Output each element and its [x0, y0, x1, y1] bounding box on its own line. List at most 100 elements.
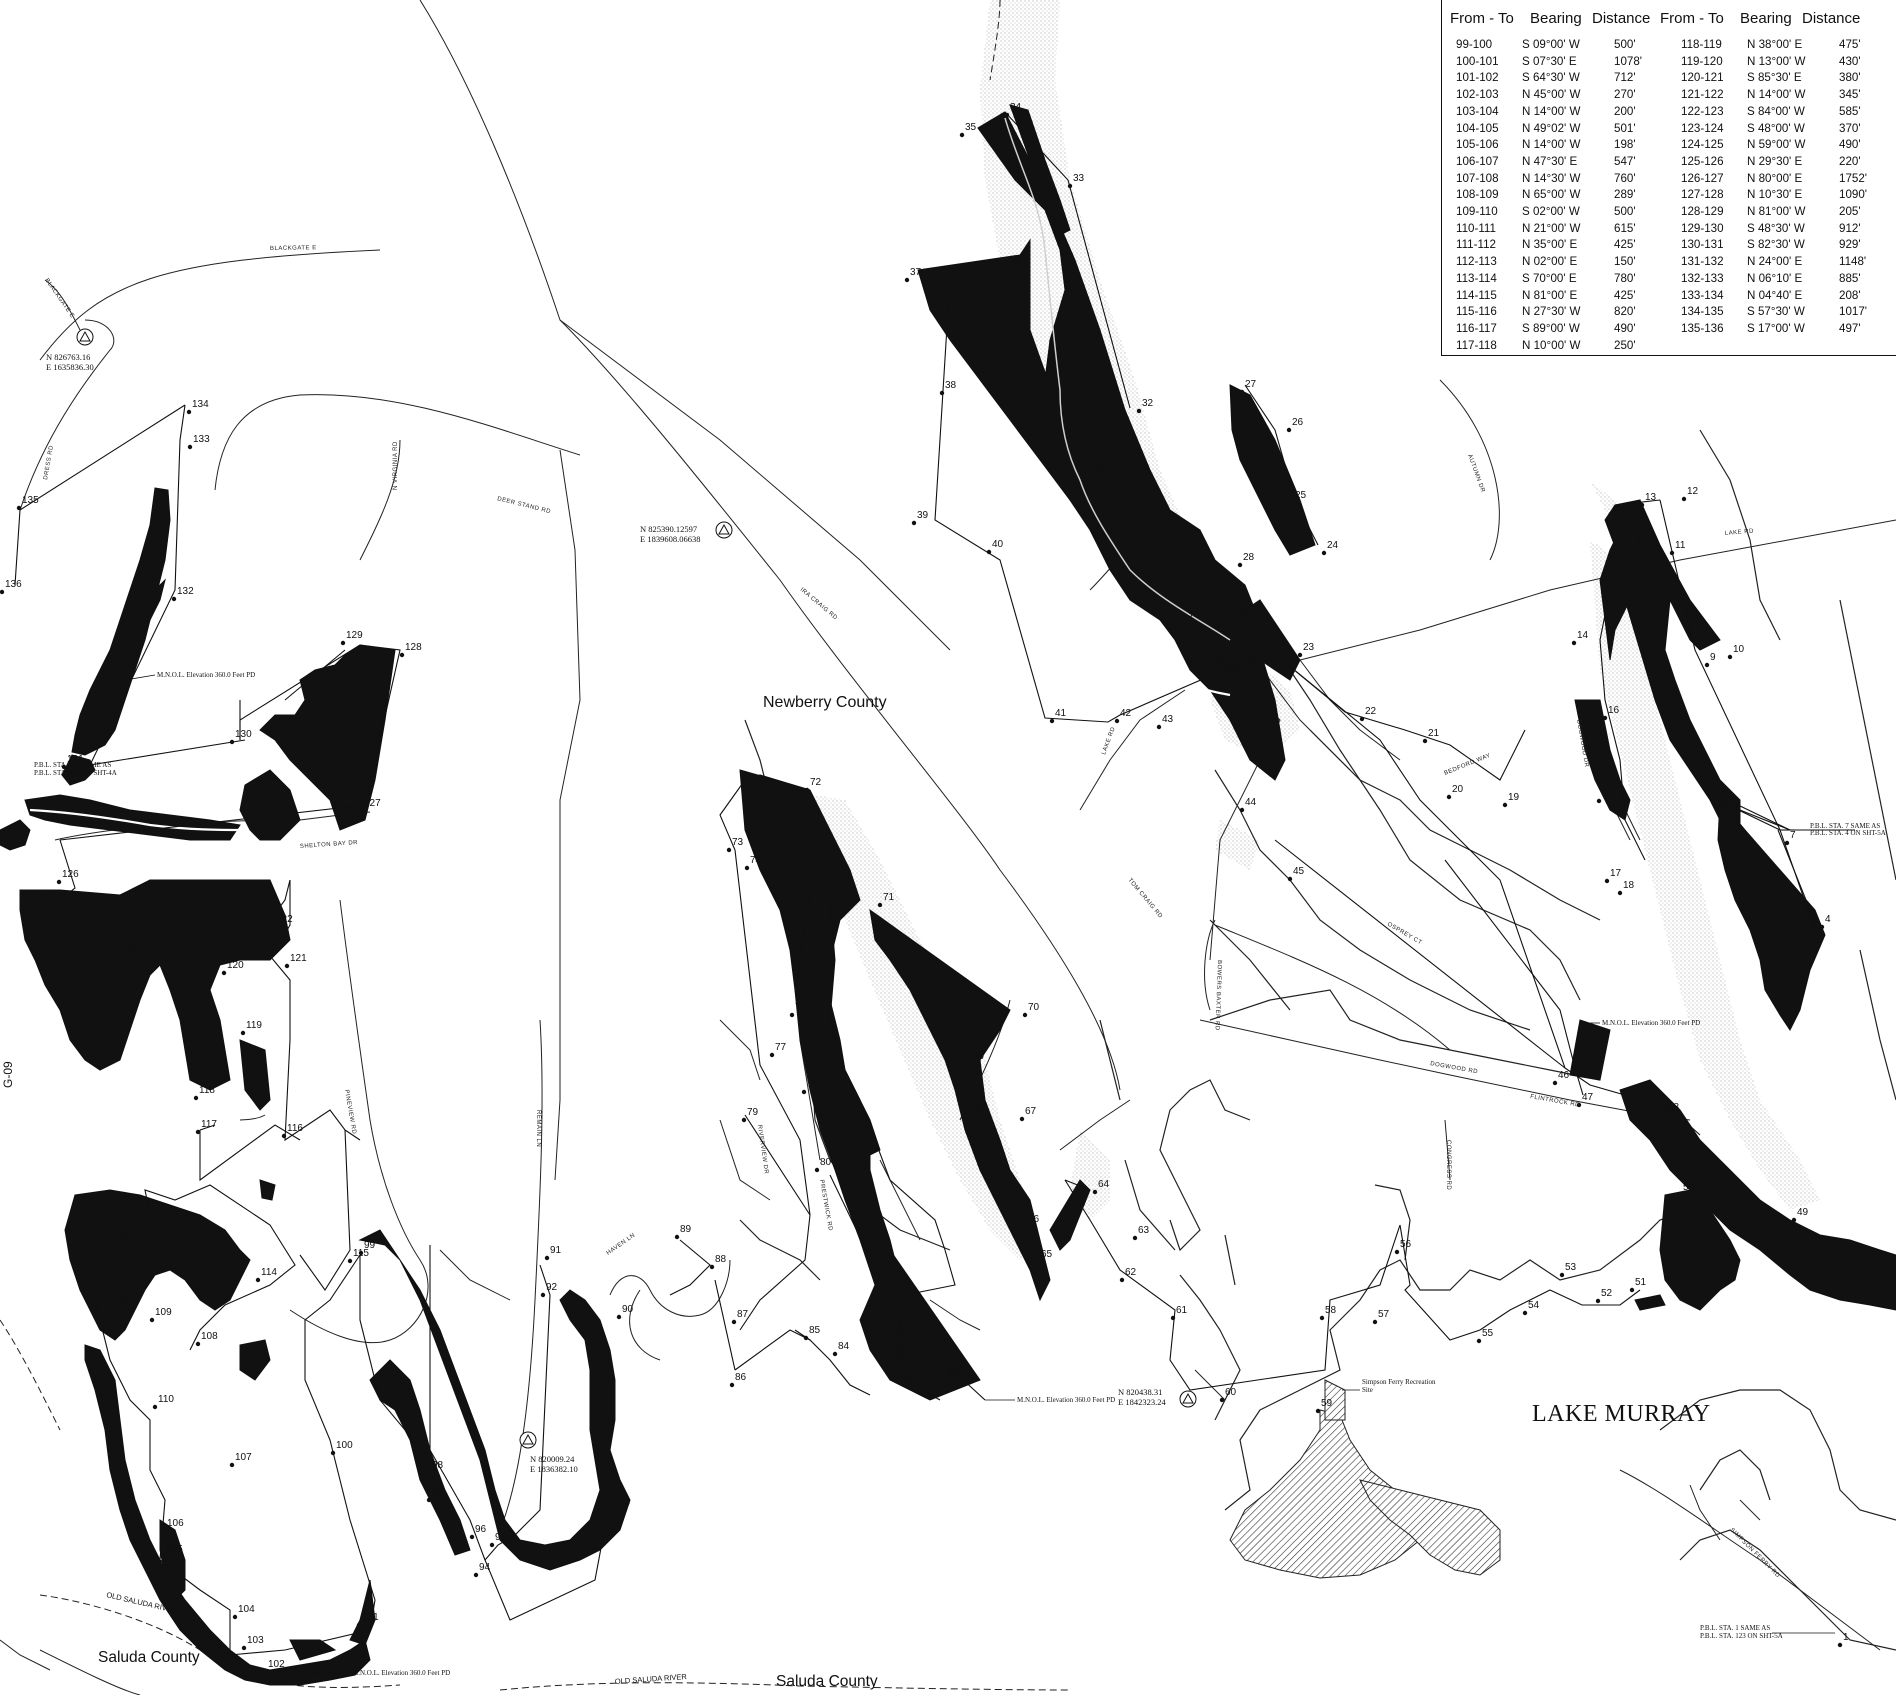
vertex-dot: [941, 1380, 947, 1386]
from-to-cell: 107-108: [1456, 171, 1499, 185]
vertex-dot: [1669, 550, 1675, 556]
vertex-dot: [540, 1292, 546, 1298]
road-label: DEER STAND RD: [497, 496, 552, 515]
vertex-label: 125: [60, 906, 77, 917]
from-to-cell: 135-136: [1681, 321, 1724, 335]
bearing-cell: N 13°00' W: [1747, 54, 1806, 68]
road-label: AUTUMN DR: [1466, 454, 1486, 494]
header-bearing: Bearing: [1740, 10, 1792, 27]
vertex-label: 14: [1577, 630, 1589, 641]
vertex-label: 126: [62, 869, 79, 880]
mnol-note: M.N.O.L. Elevation 360.0 Feet PD: [1602, 1019, 1700, 1027]
distance-cell: 500': [1614, 205, 1636, 219]
road-label: PRESTWICK RD: [818, 1179, 833, 1231]
vertex-label: 41: [1055, 708, 1067, 719]
bearing-cell: S 57°30' W: [1747, 305, 1805, 319]
vertex-label: 28: [1243, 552, 1255, 563]
bearing-cell: S 89°00' W: [1522, 321, 1580, 335]
vertex-label: 15: [1602, 788, 1614, 799]
vertex-dot: [160, 1554, 166, 1560]
vertex-dot: [1604, 878, 1610, 884]
vertex-label: 20: [1452, 784, 1464, 795]
vertex-dot: [709, 1264, 715, 1270]
vertex-label: 117: [201, 1119, 217, 1130]
bearing-distance-table: From - To Bearing Distance From - To Bea…: [1441, 0, 1896, 356]
vertex-dot: [330, 1450, 336, 1456]
vertex-label: 43: [1162, 714, 1174, 725]
bearing-cell: N 14°30' W: [1522, 171, 1581, 185]
vertex-dot: [1067, 183, 1073, 189]
vertex-label: 122: [276, 914, 293, 925]
vertex-dot: [16, 505, 22, 511]
vertex-dot: [1092, 1189, 1098, 1195]
vertex-label: 54: [1528, 1300, 1540, 1311]
vertex-label: 93: [619, 1497, 631, 1508]
vertex-dot: [1446, 794, 1452, 800]
vertex-dot: [832, 1351, 838, 1357]
bearing-cell: S 64°30' W: [1522, 71, 1580, 85]
vertex-label: 84: [838, 1341, 850, 1352]
from-to-cell: 117-118: [1456, 338, 1497, 352]
mnol-note: M.N.O.L. Elevation 360.0 Feet PD: [1017, 1396, 1115, 1404]
vertex-label: 92: [546, 1282, 558, 1293]
vertex-dot: [1035, 1259, 1041, 1265]
header-bearing: Bearing: [1530, 10, 1582, 27]
vertex-dot: [426, 1470, 432, 1476]
from-to-cell: 105-106: [1456, 138, 1499, 152]
vertex-label: 120: [227, 960, 244, 971]
vertex-label: 12: [1687, 486, 1699, 497]
vertex-dot: [1239, 389, 1245, 395]
vertex-label: 82: [892, 1347, 904, 1358]
from-to-cell: 116-117: [1456, 321, 1497, 335]
from-to-cell: 133-134: [1681, 288, 1724, 302]
road-label: CONGRESS RD: [1445, 1140, 1451, 1190]
vertex-label: 124: [120, 945, 137, 956]
vertex-label: 98: [432, 1460, 444, 1471]
vertex-label: 97: [432, 1487, 444, 1498]
vertex-dot: [241, 1645, 247, 1651]
pbl-note: P.B.L. STA. 123 ON SHT-4A: [34, 769, 117, 777]
header-from-to: From - To: [1450, 10, 1514, 27]
vertex-label: 103: [247, 1635, 264, 1646]
vertex-dot: [1372, 1319, 1378, 1325]
bearing-cell: N 35°00' E: [1522, 238, 1578, 252]
vertex-label: 58: [1325, 1305, 1337, 1316]
vertex-dot: [1791, 1217, 1797, 1223]
bearing-cell: S 17°00' W: [1747, 321, 1805, 335]
vertex-label: 128: [405, 642, 422, 653]
vertex-label: 105: [166, 1544, 183, 1555]
vertex-label: 45: [1293, 866, 1305, 877]
from-to-cell: 132-133: [1681, 271, 1724, 285]
vertex-dot: [114, 955, 120, 961]
vertex-dot: [1602, 715, 1608, 721]
vertex-label: 127: [364, 798, 381, 809]
vertex-label: 25: [1295, 490, 1307, 501]
margin-label: G-09: [1, 1061, 15, 1088]
vertex-label: 78: [807, 1079, 819, 1090]
vertex-label: 112: [155, 1244, 171, 1255]
control-n: N 826763.16: [46, 352, 90, 362]
vertex-label: 121: [290, 953, 307, 964]
vertex-label: 134: [192, 399, 209, 410]
distance-cell: 490': [1614, 321, 1636, 335]
distance-cell: 200': [1614, 104, 1636, 118]
vertex-label: 49: [1797, 1207, 1809, 1218]
vertex-label: 46: [1558, 1070, 1570, 1081]
bearing-cell: N 65°00' W: [1522, 188, 1581, 202]
bearing-cell: N 10°30' E: [1747, 188, 1803, 202]
bearing-cell: N 59°00' W: [1747, 138, 1806, 152]
vertex-label: 129: [346, 630, 363, 641]
vertex-label: 62: [1125, 1267, 1137, 1278]
vertex-label: 23: [1303, 642, 1315, 653]
road-label: PINEVIEW RD: [343, 1089, 357, 1135]
vertex-dot: [1727, 654, 1733, 660]
distance-cell: 912': [1839, 221, 1861, 235]
distance-cell: 475': [1839, 38, 1861, 51]
